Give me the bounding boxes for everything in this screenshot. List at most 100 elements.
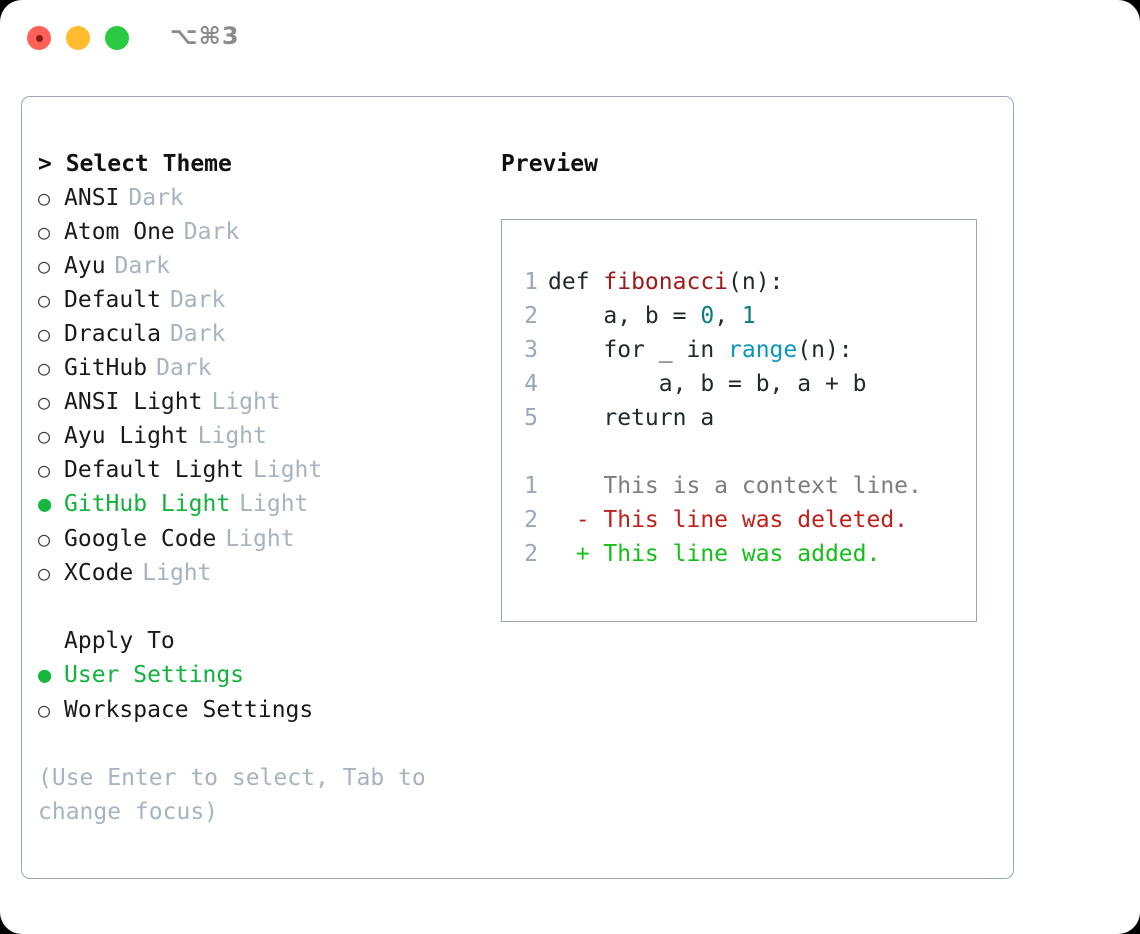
line-number: 1 [524,473,538,499]
close-button[interactable] [27,26,51,50]
code-line-content: def fibonacci(n): [548,265,783,299]
theme-variant-tag: Light [225,526,295,552]
radio-unselected-icon: ○ [38,288,51,312]
minimize-button[interactable] [66,26,90,50]
theme-option-default[interactable]: ○ Default Dark [38,283,488,317]
code-token-plain: def [548,269,604,295]
theme-option-label: ANSI [64,185,120,211]
code-line-content: return a [548,401,714,435]
code-token-plain: for _ in [548,337,729,363]
preview-gap [502,435,976,469]
code-token-plain: return a [548,405,715,431]
code-line: 3 for _ in range(n): [502,333,976,367]
radio-unselected-icon: ○ [38,561,51,585]
code-line-content: a, b = b, a + b [548,367,867,401]
line-number: 1 [524,269,538,295]
apply-to-option-user-settings[interactable]: ● User Settings [38,658,488,693]
theme-option-ayu[interactable]: ○ Ayu Dark [38,249,488,283]
theme-variant-tag: Dark [169,287,226,313]
radio-unselected-icon: ○ [38,254,51,278]
apply-to-option-workspace-settings[interactable]: ○Workspace Settings [38,693,488,727]
line-number: 2 [524,507,538,533]
diff-line-add: 2 + This line was added. [502,537,976,571]
layout-spacer [38,590,488,624]
traffic-lights [27,26,129,50]
radio-selected-icon: ● [38,663,52,688]
theme-option-label: Ayu [64,253,106,279]
apply-to-title: Apply To [64,628,175,654]
theme-option-label: Dracula [64,321,161,347]
code-line-content: for _ in range(n): [548,333,853,367]
diff-line-ctx: 1 This is a context line. [502,469,976,503]
code-token-plain: (n): [728,269,784,295]
theme-variant-tag: Light [142,560,212,586]
theme-option-label: Google Code [64,526,217,552]
code-line-content: a, b = 0, 1 [548,299,756,333]
theme-option-label: Default [64,287,161,313]
code-line: 1 def fibonacci(n): [502,265,976,299]
code-token-plain: a, b = [548,303,701,329]
theme-option-label: GitHub [64,355,148,381]
radio-unselected-icon: ○ [38,356,51,380]
line-number: 4 [524,371,538,397]
radio-unselected-icon: ○ [38,322,51,346]
theme-option-dracula[interactable]: ○ Dracula Dark [38,317,488,351]
code-token-num: 1 [741,303,756,329]
line-number: 2 [524,541,538,567]
maximize-button[interactable] [105,26,129,50]
theme-option-label: XCode [64,560,134,586]
code-token-plain: , [714,303,742,329]
radio-unselected-icon: ○ [38,458,51,482]
theme-option-ansi[interactable]: ○ ANSI Dark [38,181,488,215]
theme-option-xcode[interactable]: ○ XCode Light [38,556,488,590]
code-line: 4 a, b = b, a + b [502,367,976,401]
title-bar: ⌥⌘3 [0,0,1140,78]
theme-variant-tag: Light [197,423,267,449]
theme-option-google-code[interactable]: ○ Google Code Light [38,522,488,556]
theme-option-label: GitHub Light [64,491,231,517]
theme-variant-tag: Dark [183,219,240,245]
theme-option-label: Ayu Light [64,423,189,449]
code-token-plain: (n): [797,337,853,363]
theme-variant-tag: Light [253,457,323,483]
theme-variant-tag: Dark [114,253,170,279]
theme-variant-tag: Light [239,491,309,517]
diff-sample: 1 This is a context line.2 - This line w… [502,469,976,571]
theme-variant-tag: Dark [169,321,226,347]
keyboard-hint-text: (Use Enter to select, Tab to change focu… [38,765,426,825]
theme-section-title: > Select Theme [38,151,232,177]
preview-title: Preview [501,151,598,177]
apply-to-option-list[interactable]: ● User Settings ○Workspace Settings [38,658,488,727]
code-token-plain: a, b = b, a + b [548,371,867,397]
diff-line-content: + This line was added. [548,541,881,567]
radio-unselected-icon: ○ [38,220,51,244]
radio-unselected-icon: ○ [38,186,51,210]
theme-variant-tag: Light [211,389,281,415]
code-line: 2 a, b = 0, 1 [502,299,976,333]
apply-to-option-label: User Settings [64,662,245,688]
code-token-fn: fibonacci [603,269,729,295]
diff-line-content: This is a context line. [548,473,922,499]
code-line: 5 return a [502,401,976,435]
code-token-call: range [728,337,798,363]
theme-option-label: ANSI Light [64,389,203,415]
radio-unselected-icon: ○ [38,527,51,551]
theme-variant-tag: Dark [128,185,184,211]
radio-unselected-icon: ○ [38,698,51,722]
keyboard-shortcut-label: ⌥⌘3 [170,22,240,50]
line-number: 5 [524,405,538,431]
code-token-num: 0 [700,303,715,329]
diff-line-del: 2 - This line was deleted. [502,503,976,537]
